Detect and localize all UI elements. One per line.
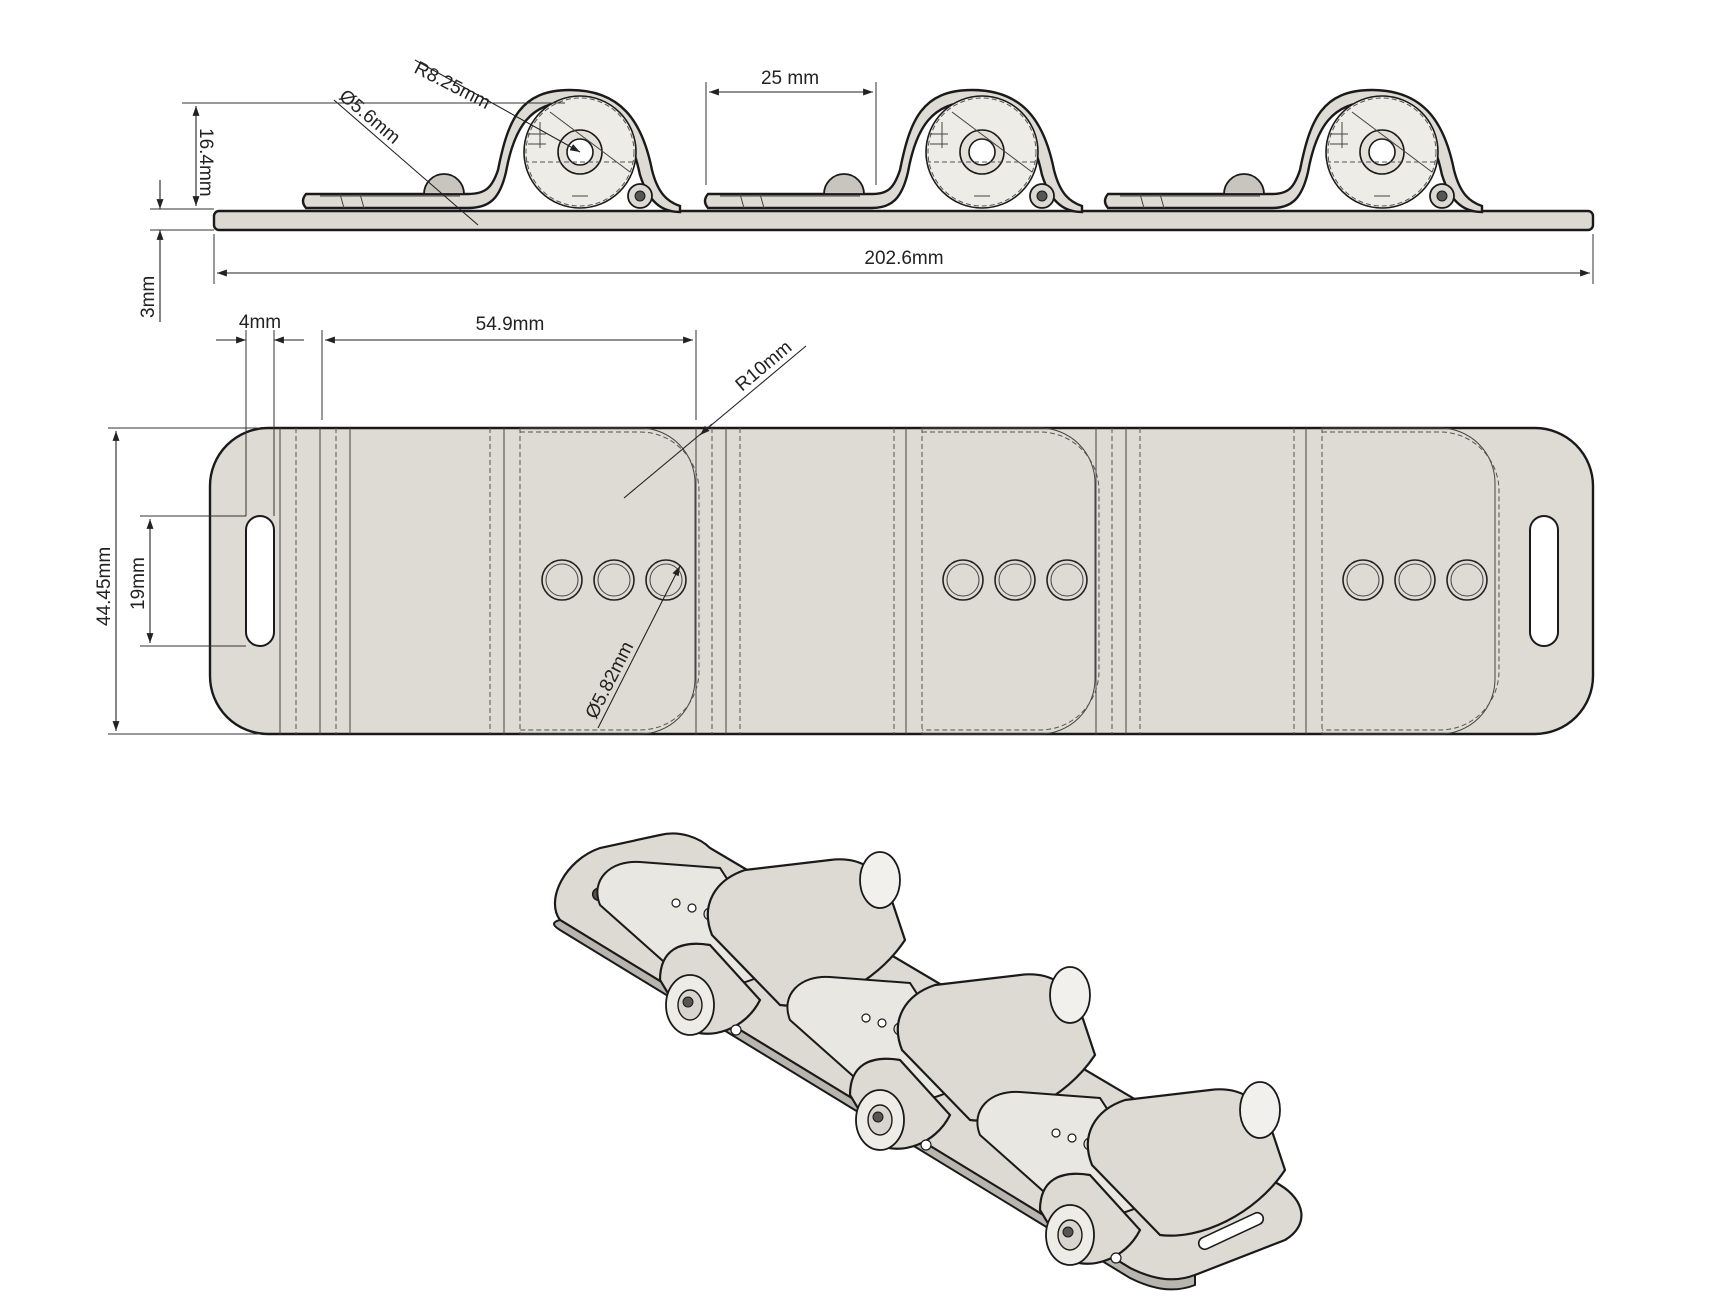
slot-right: [1529, 515, 1559, 647]
dim-thickness: 3mm: [138, 180, 214, 322]
svg-text:3mm: 3mm: [138, 276, 159, 318]
dim-slot-width: 4mm: [216, 312, 304, 516]
dim-overall-width: 44.45mm: [94, 427, 260, 735]
top-view: 4mm 54.9mm R10mm 44.45mm 19mm: [94, 312, 1595, 736]
iso-segment-1: [596, 851, 907, 1036]
svg-text:4mm: 4mm: [239, 312, 281, 333]
strap-segment-2: [703, 88, 1084, 214]
strap-segment-1: [301, 88, 682, 214]
pivot-pins: [627, 183, 1455, 209]
isometric-view: [553, 832, 1303, 1291]
spool-3: [1325, 95, 1439, 209]
svg-text:Ø5.6mm: Ø5.6mm: [335, 86, 404, 149]
dim-pitch: 25 mm: [705, 68, 877, 185]
dim-segment-offset: 54.9mm: [321, 314, 697, 420]
iso-base-edge: [553, 918, 1196, 1291]
dim-slot-length: 19mm: [128, 515, 246, 647]
holes: [541, 559, 1488, 601]
base-plate-side: [212, 209, 1595, 232]
dim-height: 16.4mm: [182, 102, 565, 210]
svg-text:16.4mm: 16.4mm: [195, 128, 216, 197]
svg-text:R10mm: R10mm: [732, 337, 796, 396]
svg-text:25 mm: 25 mm: [761, 68, 819, 89]
dim-overall-length: 202.6mm: [213, 234, 1594, 284]
side-view: R8.25mm Ø5.6mm 16.4mm 3mm 25 mm: [138, 58, 1595, 322]
svg-text:19mm: 19mm: [128, 557, 149, 610]
svg-text:R8.25mm: R8.25mm: [411, 58, 494, 114]
iso-slot-far: [1197, 1211, 1265, 1251]
strap-texture: [320, 193, 1260, 209]
bead-2: [823, 173, 865, 195]
iso-segment-2: [786, 966, 1097, 1151]
bead-1: [423, 173, 465, 195]
fold-lines: [279, 428, 1323, 734]
tab-outlines: [520, 427, 1500, 735]
slot-left: [245, 515, 275, 647]
iso-segment-3: [976, 1081, 1287, 1266]
strap-segment-3: [1103, 88, 1484, 214]
svg-text:202.6mm: 202.6mm: [864, 248, 943, 269]
svg-text:54.9mm: 54.9mm: [476, 314, 545, 335]
base-plate-top: [208, 426, 1595, 736]
svg-text:44.45mm: 44.45mm: [94, 547, 115, 626]
bead-3: [1223, 173, 1265, 195]
spool-2: [925, 95, 1039, 209]
